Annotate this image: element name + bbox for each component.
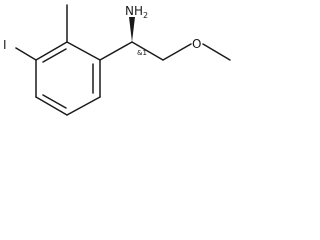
ring-inner-double-bond-2 bbox=[42, 94, 67, 109]
aromatic-ring bbox=[35, 41, 101, 116]
iodine-label: I bbox=[3, 38, 7, 52]
ring-bond-c2-c3 bbox=[35, 41, 68, 61]
amine-label: NH2 bbox=[125, 4, 148, 20]
ring-inner-double-bond-1 bbox=[42, 48, 67, 63]
molecule-structure: NH2 I O &1 bbox=[3, 4, 231, 116]
ring-to-stereocenter-bond bbox=[99, 41, 133, 61]
oxygen-to-methyl-bond bbox=[202, 43, 231, 61]
ring-bond-c5-c6 bbox=[66, 96, 101, 116]
ch2-to-oxygen-bond bbox=[162, 43, 192, 61]
stereocenter-to-ch2-bond bbox=[131, 41, 164, 61]
stereo-label: &1 bbox=[137, 49, 147, 57]
ring-bond-c4-c5 bbox=[35, 96, 68, 116]
oxygen-label: O bbox=[192, 37, 201, 51]
ring-bond-c1-c2 bbox=[66, 41, 101, 61]
iodine-bond bbox=[15, 47, 37, 61]
amine-subscript: 2 bbox=[143, 11, 148, 20]
wedge-bond-to-amine bbox=[129, 17, 135, 42]
